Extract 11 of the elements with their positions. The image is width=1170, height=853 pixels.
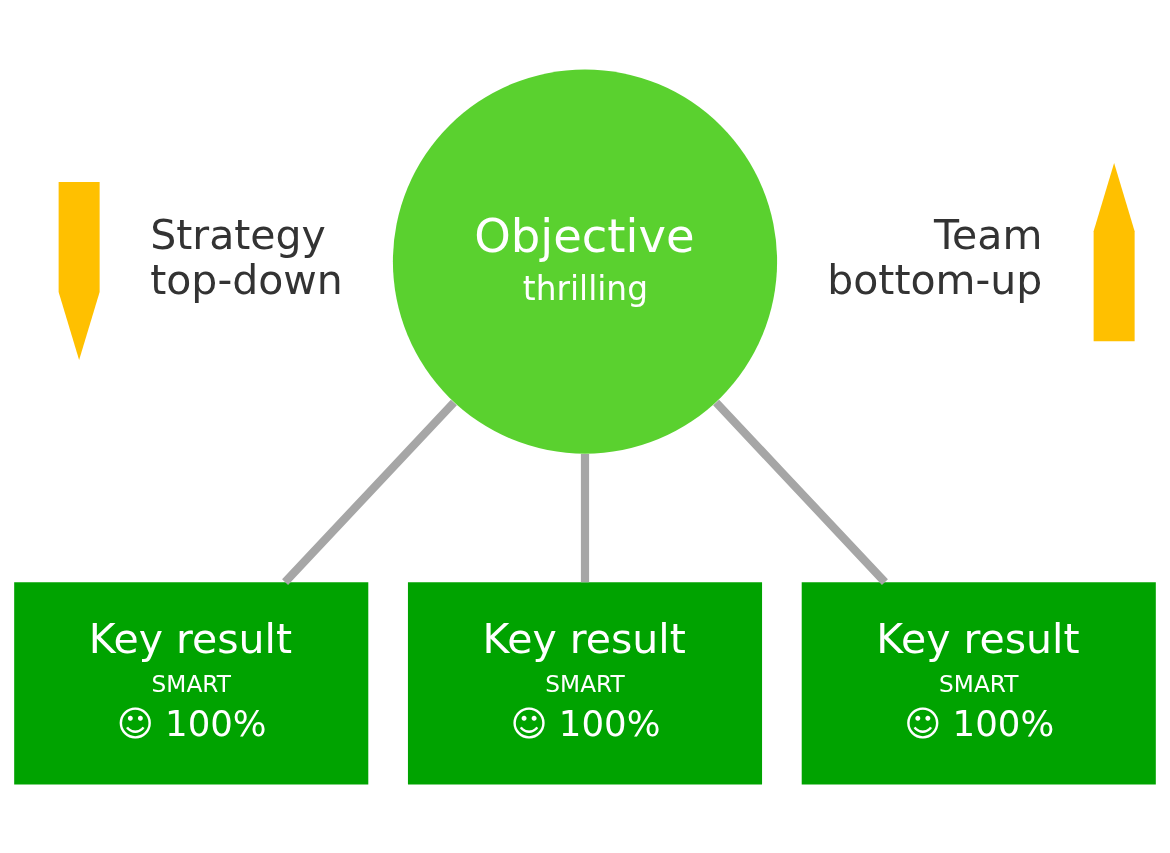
connector bbox=[713, 399, 888, 585]
node-circle: Objective thrilling bbox=[392, 68, 778, 454]
connector bbox=[580, 453, 590, 582]
node-box: Key result SMART ☺ 100% bbox=[801, 581, 1156, 785]
connector bbox=[282, 399, 457, 585]
node-box: Key result SMART ☺ 100% bbox=[14, 581, 369, 785]
node-box: Key result SMART ☺ 100% bbox=[407, 581, 763, 785]
node-arrow bbox=[1093, 162, 1135, 341]
node-arrow bbox=[58, 181, 100, 360]
label: Team bottom-up bbox=[827, 210, 1043, 304]
label: Strategy top-down bbox=[150, 210, 343, 304]
